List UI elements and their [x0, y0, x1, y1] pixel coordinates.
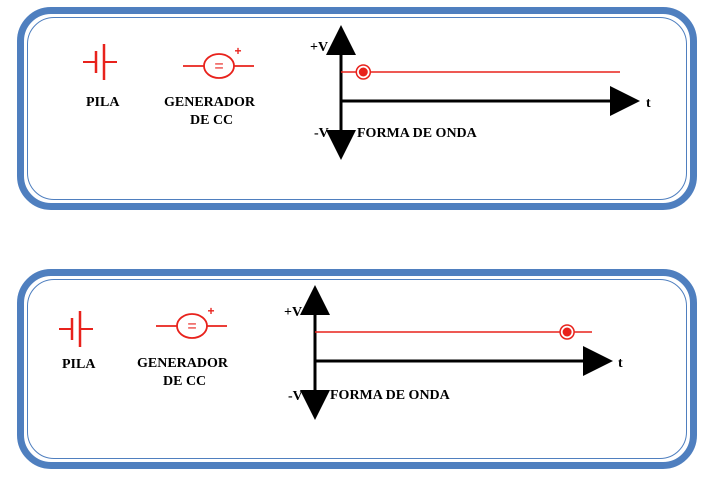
y-axis-negative-label: -V: [314, 126, 329, 141]
y-axis-positive-label: +V: [310, 40, 328, 55]
x-axis-label: t: [646, 96, 651, 111]
generator-polarity-sign: +: [207, 304, 214, 318]
generator-label-line1: GENERADOR: [137, 356, 229, 371]
generator-label-line1: GENERADOR: [164, 95, 256, 110]
signal-marker: [559, 324, 575, 340]
generator-label-line2: DE CC: [190, 113, 234, 128]
x-axis-label: t: [618, 356, 623, 371]
generator-dc-sign: =: [214, 58, 223, 75]
pila-label: PILA: [62, 357, 96, 372]
dc-generator-symbol-icon: = +: [183, 44, 254, 79]
y-axis-positive-label: +V: [284, 305, 302, 320]
dc-generator-symbol-icon: = +: [156, 304, 227, 339]
battery-symbol-icon: [59, 311, 93, 347]
generator-label-line2: DE CC: [163, 374, 207, 389]
generator-dc-sign: =: [187, 318, 196, 335]
generator-polarity-sign: +: [234, 44, 241, 58]
battery-symbol-icon: [83, 44, 117, 80]
signal-marker: [355, 64, 372, 80]
y-axis-negative-label: -V: [288, 389, 303, 404]
waveform-caption: FORMA DE ONDA: [330, 388, 451, 403]
waveform-panel-top: [17, 7, 697, 210]
waveform-panel-bottom: [17, 269, 697, 469]
waveform-caption: FORMA DE ONDA: [357, 126, 478, 141]
pila-label: PILA: [86, 95, 120, 110]
